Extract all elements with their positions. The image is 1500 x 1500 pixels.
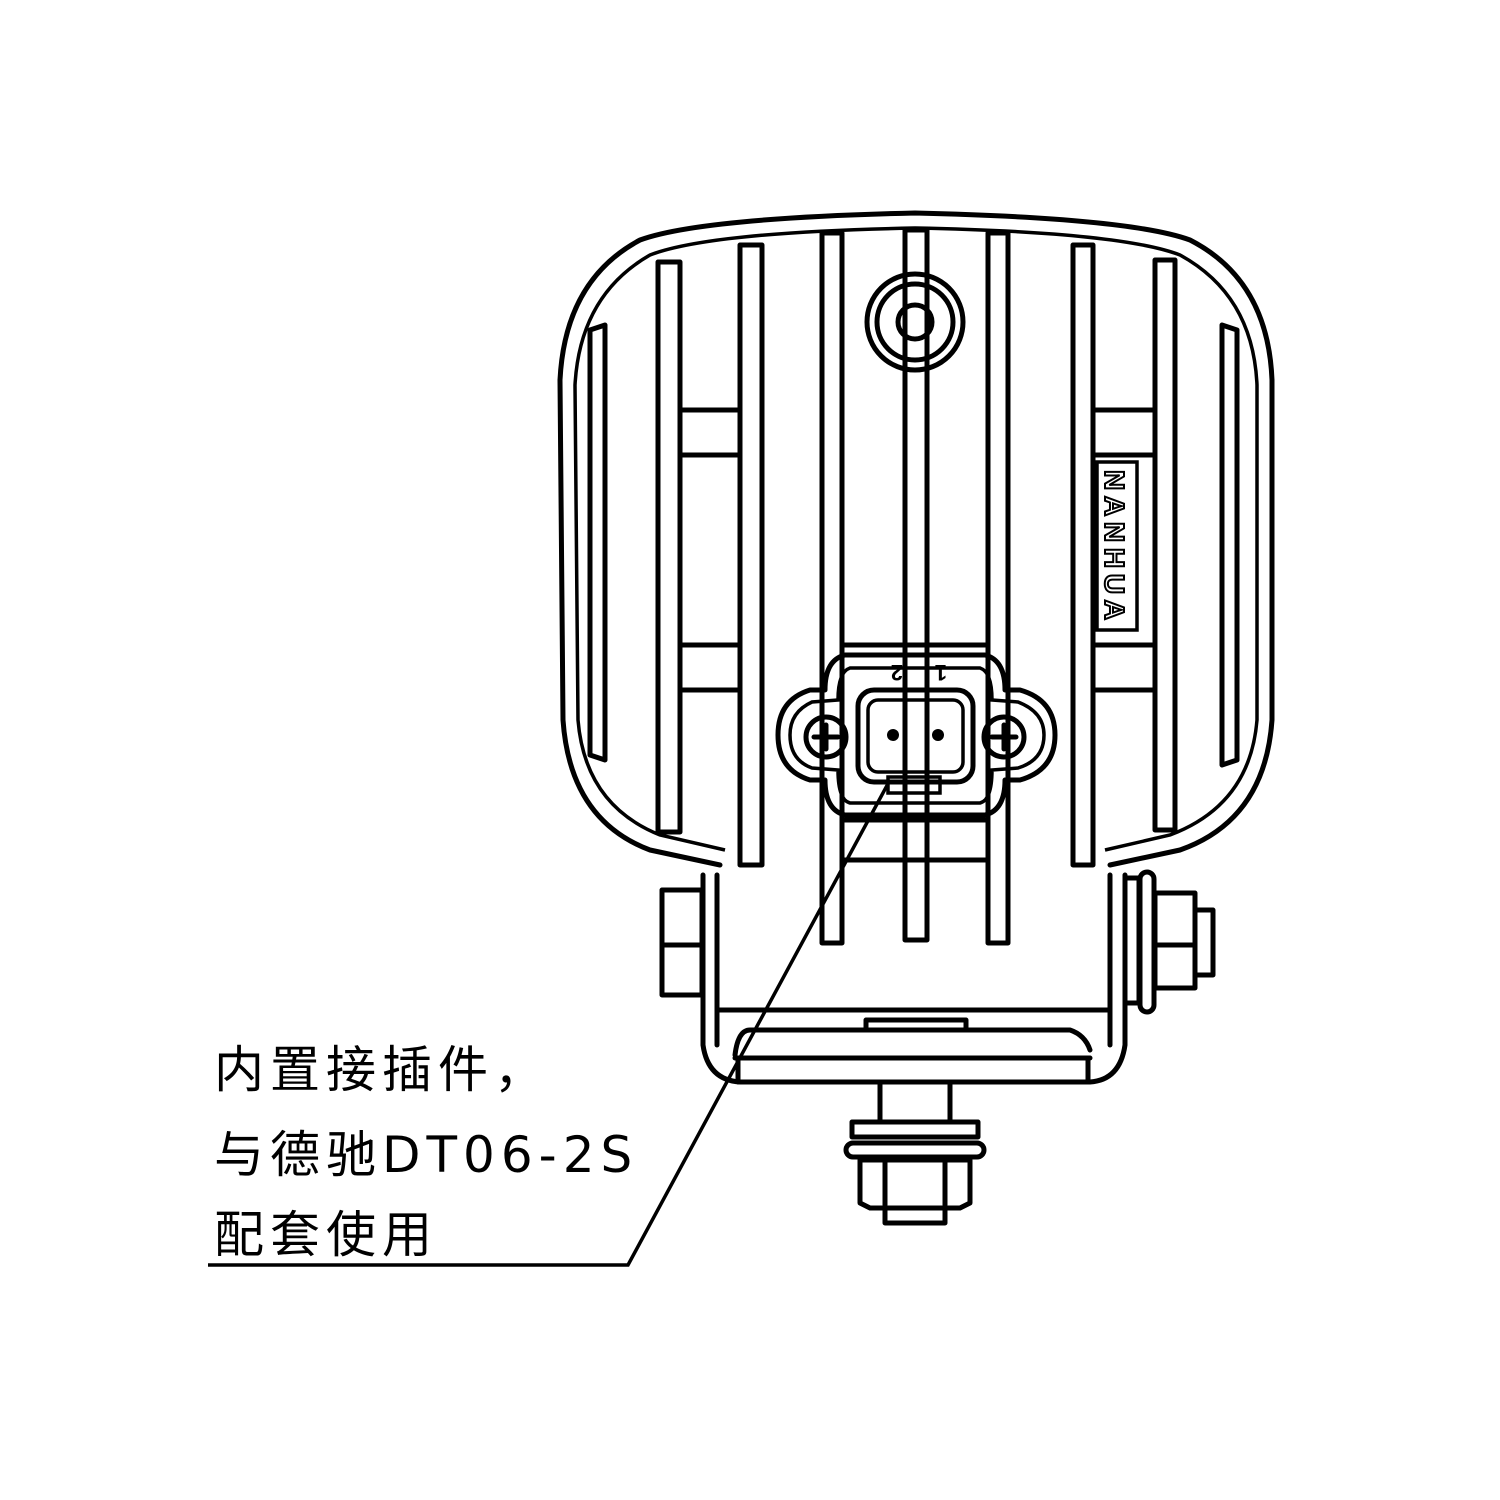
bottom-bolt: [843, 1079, 987, 1226]
leader-line: [208, 779, 892, 1267]
side-strips: [587, 322, 1240, 768]
side-bolt-left: [659, 887, 705, 998]
annotation-line-2: 与德驰DT06-2S: [214, 1126, 639, 1184]
mounting-boss: [864, 271, 966, 373]
pin-label-1: 1: [935, 660, 947, 685]
pin-label-2: 2: [891, 660, 903, 685]
connector-dt04-2p: 2 1: [775, 652, 1058, 818]
screw-left-icon: [803, 714, 849, 760]
brand-logo-text: NANHUA: [1099, 470, 1130, 620]
annotation-line-1: 内置接插件，: [214, 1041, 550, 1099]
side-bolt-right: [1122, 869, 1216, 1015]
mounting-bracket: [700, 872, 1128, 1085]
cooling-fins: [655, 227, 1178, 946]
housing-outline: [557, 210, 1275, 868]
brand-logo: NANHUA: [1095, 460, 1139, 632]
annotation-line-3: 配套使用: [214, 1206, 438, 1264]
screw-right-icon: [981, 714, 1027, 760]
